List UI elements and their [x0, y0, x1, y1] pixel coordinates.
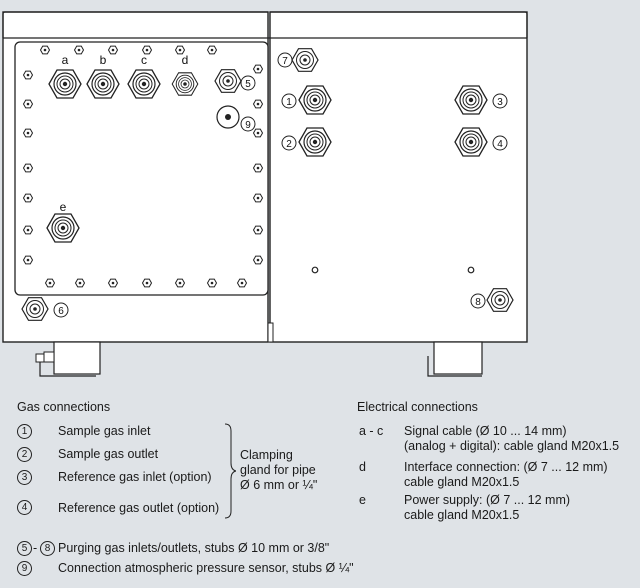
gas-num-4: 4 [17, 500, 32, 515]
label-c: c [141, 53, 147, 67]
callout-2: 2 [286, 139, 292, 150]
gas-label-3: Reference gas inlet (option) [58, 470, 212, 484]
elec-text-d: Interface connection: (Ø 7 ... 12 mm) ca… [404, 460, 608, 489]
gas-num-3: 3 [17, 470, 32, 485]
atm-text: Connection atmospheric pressure sensor, … [58, 561, 354, 575]
elec-key-ac: a - c [359, 424, 384, 438]
elec-key-e: e [359, 493, 366, 507]
cover-panel [14, 41, 269, 296]
label-b: b [100, 53, 107, 67]
elec-key-d: d [359, 460, 366, 474]
gas-label-4: Reference gas outlet (option) [58, 501, 220, 515]
elec-text-ac: Signal cable (Ø 10 ... 14 mm) (analog + … [404, 424, 620, 453]
callout-7: 7 [282, 56, 288, 67]
stub-8 [486, 288, 514, 312]
foot-left [35, 341, 101, 377]
gas-heading: Gas connections [17, 400, 111, 414]
sensor-9 [216, 105, 240, 129]
gas-label-2: Sample gas outlet [58, 447, 159, 461]
purge-num-from: 5 [17, 541, 32, 556]
atm-num: 9 [17, 561, 32, 576]
stub-5 [214, 69, 242, 93]
purge-dash: - [33, 541, 38, 555]
clamp-note: Clamping gland for pipe Ø 6 mm or ¼" [240, 448, 318, 492]
stub-7 [291, 48, 319, 72]
stub-6 [21, 297, 49, 321]
callout-9: 9 [245, 120, 251, 131]
electrical-heading: Electrical connections [357, 400, 478, 414]
clamp-brace [224, 423, 236, 519]
gas-num-2: 2 [17, 447, 32, 462]
label-a: a [62, 53, 69, 67]
gas-label-1: Sample gas inlet [58, 424, 151, 438]
purge-text: Purging gas inlets/outlets, stubs Ø 10 m… [58, 541, 330, 555]
callout-8: 8 [475, 297, 481, 308]
label-e: e [60, 200, 67, 214]
enclosure-diagram: a b c d e 1 2 3 4 5 6 7 8 9 [2, 11, 528, 377]
label-d: d [182, 53, 189, 67]
elec-text-e: Power supply: (Ø 7 ... 12 mm) cable glan… [404, 493, 571, 522]
callout-1: 1 [286, 97, 292, 108]
purge-num-to: 8 [40, 541, 55, 556]
callout-3: 3 [497, 97, 503, 108]
callout-5: 5 [245, 79, 251, 90]
foot-right [427, 341, 483, 377]
housing-top-rim [2, 11, 528, 38]
callout-4: 4 [497, 139, 503, 150]
gas-num-1: 1 [17, 424, 32, 439]
callout-6: 6 [58, 306, 64, 317]
